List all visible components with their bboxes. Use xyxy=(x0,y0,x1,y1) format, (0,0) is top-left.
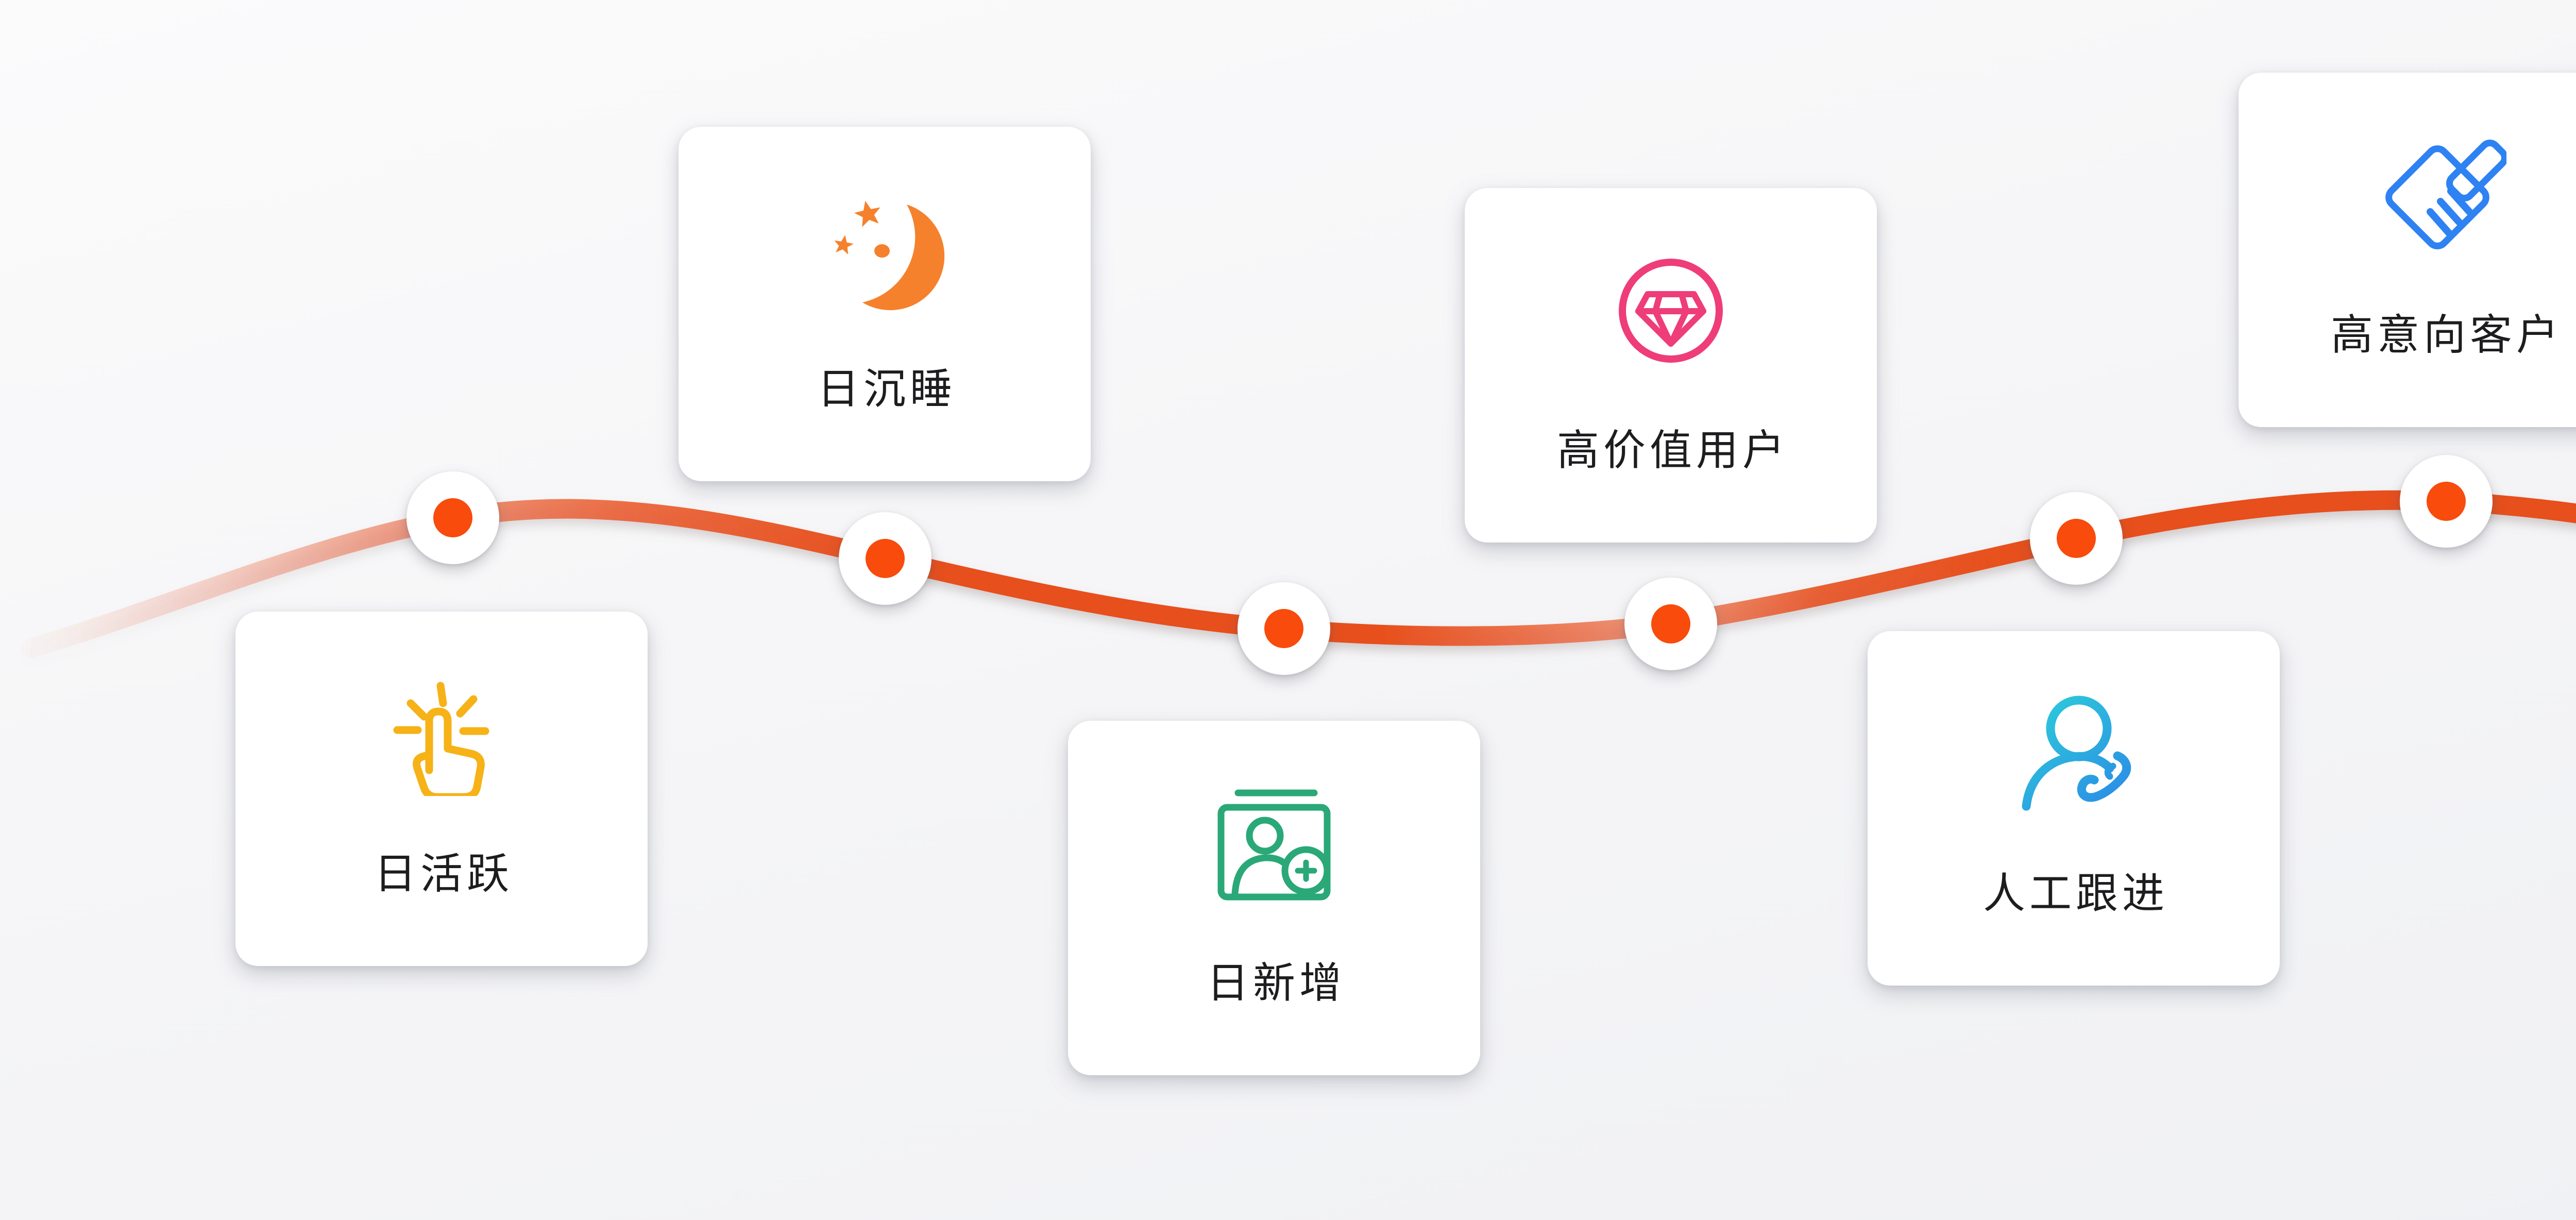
card-high-value-user: 高价值用户 xyxy=(1465,188,1877,543)
flow-node-4 xyxy=(1624,578,1717,670)
card-daily-active: 日活跃 xyxy=(235,612,648,966)
diamond-icon xyxy=(1465,249,1877,372)
flow-node-dot xyxy=(1651,604,1690,643)
flow-node-1 xyxy=(406,471,499,564)
handshake-icon xyxy=(2239,133,2576,257)
flow-node-5 xyxy=(2030,492,2123,585)
flow-node-2 xyxy=(839,512,931,605)
person-phone-icon xyxy=(1868,692,2280,816)
tap-icon xyxy=(235,672,648,796)
card-label: 日活跃 xyxy=(374,851,513,897)
card-daily-new: 日新增 xyxy=(1068,721,1480,1075)
flow-node-6 xyxy=(2400,455,2493,548)
id-card-add-icon xyxy=(1068,782,1480,905)
flow-node-dot xyxy=(2427,482,2466,521)
flow-node-dot xyxy=(1264,609,1303,648)
moon-stars-icon xyxy=(679,188,1091,311)
flow-node-dot xyxy=(2057,519,2096,558)
card-label: 日新增 xyxy=(1206,960,1346,1007)
flow-node-dot xyxy=(433,498,472,537)
flow-node-dot xyxy=(866,539,905,578)
flow-node-3 xyxy=(1238,582,1330,675)
card-high-intent-customer: 高意向客户 xyxy=(2239,73,2576,427)
card-daily-dormant: 日沉睡 xyxy=(679,127,1091,481)
card-manual-followup: 人工跟进 xyxy=(1868,631,2280,986)
card-label: 高价值用户 xyxy=(1556,427,1789,474)
card-label: 高意向客户 xyxy=(2330,312,2563,359)
card-label: 人工跟进 xyxy=(1982,870,2168,917)
card-label: 日沉睡 xyxy=(817,366,956,413)
